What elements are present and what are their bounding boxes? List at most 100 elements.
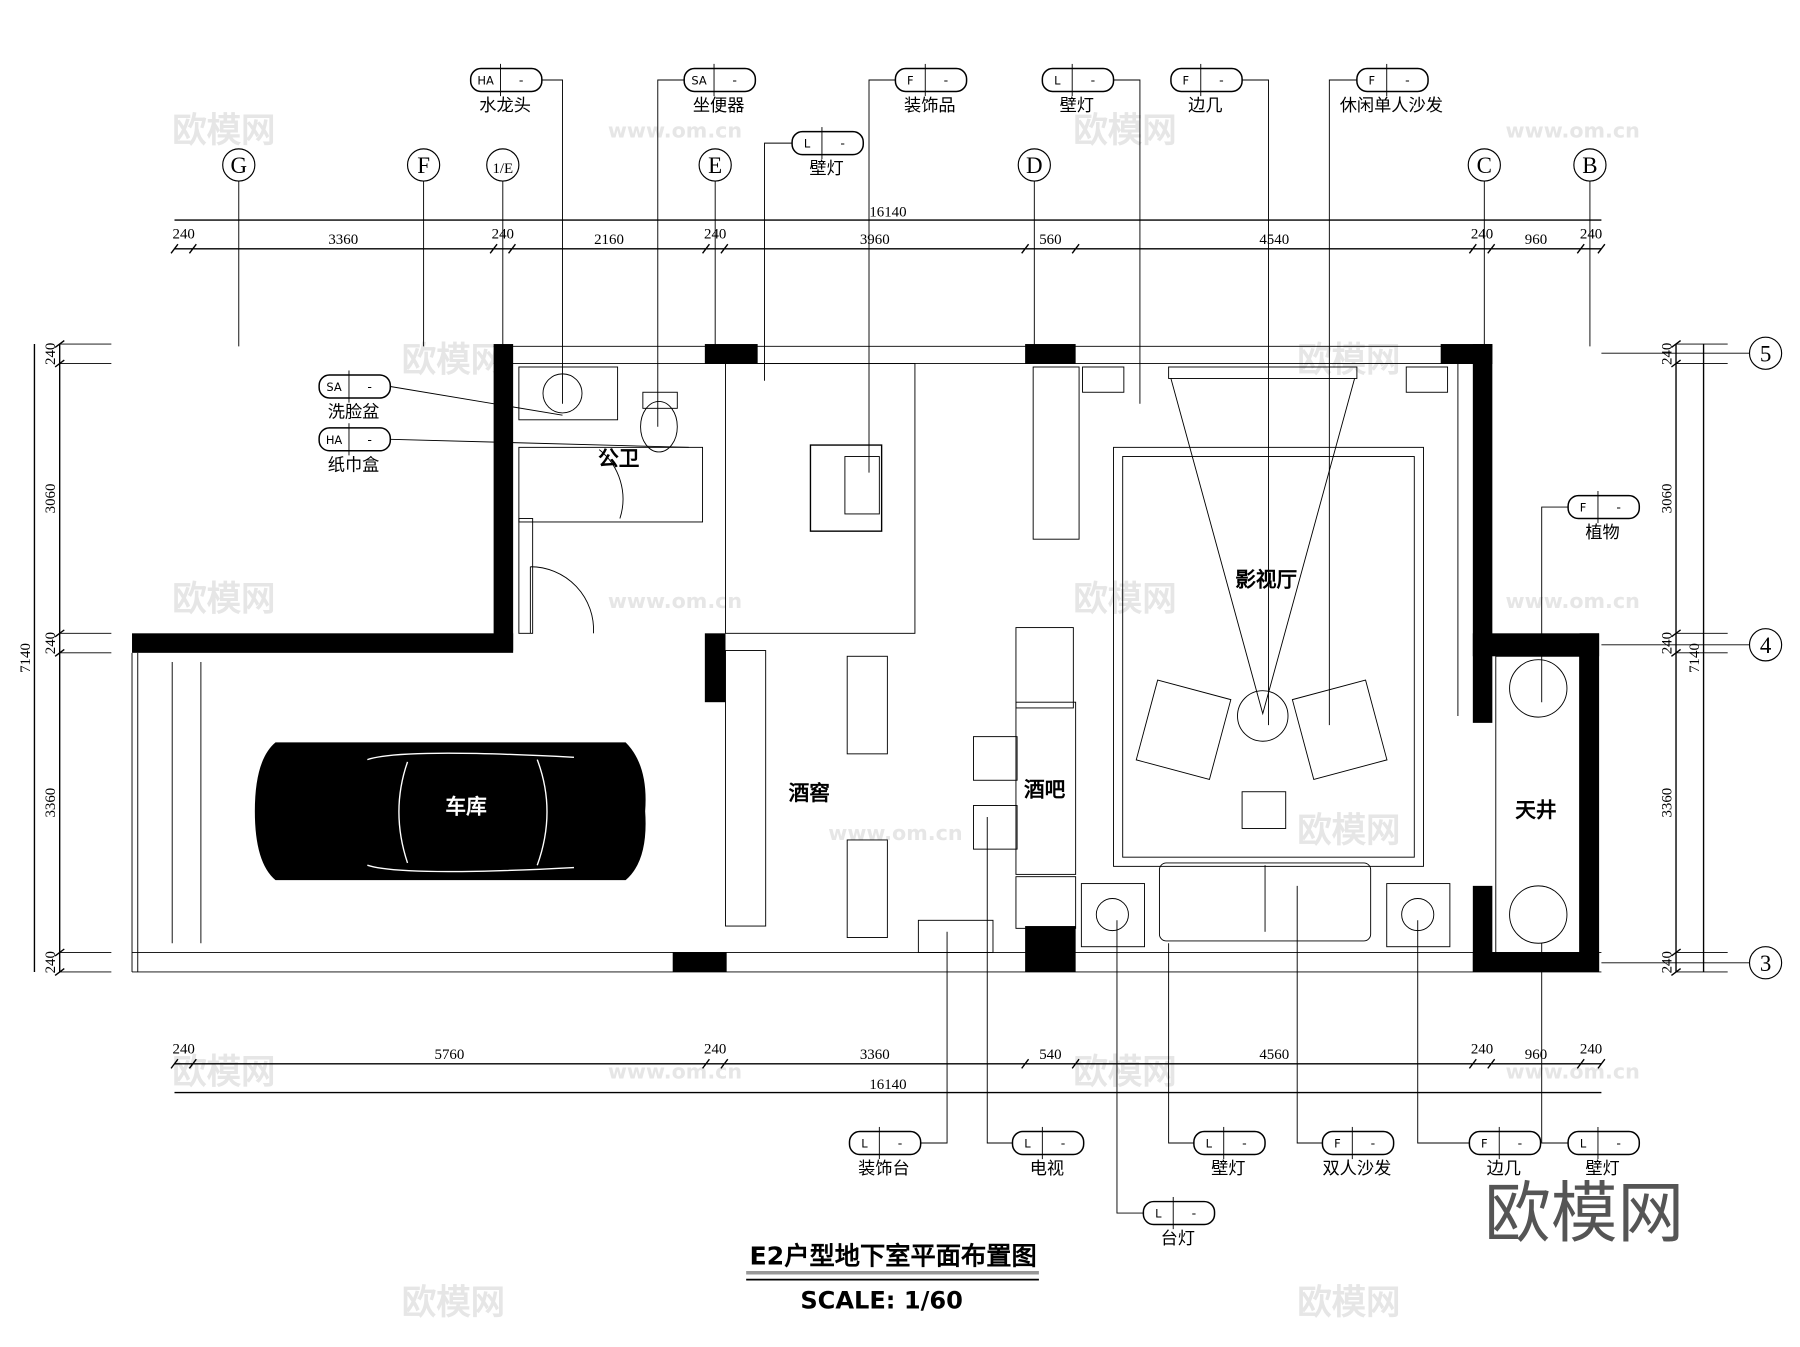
dimension-value: 240	[172, 1041, 194, 1057]
axis-label: 3	[1760, 951, 1771, 976]
tag-code: F	[1183, 74, 1190, 88]
material-tag: L-台灯	[1116, 920, 1216, 1249]
tag-number: -	[1061, 1136, 1066, 1151]
dimension-value: 560	[1039, 232, 1061, 248]
dimension-tick	[702, 243, 710, 254]
watermark-text: 欧模网	[1073, 579, 1176, 619]
dimension-total: 16140	[869, 1077, 906, 1093]
leader-line	[1113, 79, 1141, 404]
tag-number: -	[1616, 1136, 1621, 1151]
tag-box	[1011, 1130, 1085, 1156]
dimension-tick	[1021, 243, 1030, 254]
tag-label: 休闲单人沙发	[1340, 96, 1443, 116]
axis-bubble	[1748, 336, 1783, 370]
dimension-tick	[1468, 243, 1477, 254]
dimension-value: 240	[1659, 951, 1675, 973]
material-tag: HA-水龙头	[469, 63, 563, 404]
leader-line	[1116, 920, 1144, 1214]
tag-label: 坐便器	[693, 96, 745, 116]
leader-line	[1417, 920, 1470, 1144]
material-tag: F-边几	[1170, 63, 1269, 726]
leader-line	[1541, 943, 1569, 1144]
leader-line	[918, 931, 948, 1144]
tag-box	[469, 67, 543, 93]
material-tag: F-双人沙发	[1296, 885, 1395, 1179]
dimension-tick	[489, 243, 498, 254]
dimension-value: 240	[1659, 343, 1675, 365]
tag-code: F	[1481, 1137, 1488, 1151]
dimension-value: 3360	[43, 788, 59, 818]
tag-box	[894, 67, 968, 93]
watermark-text: 欧模网	[1297, 341, 1400, 381]
watermark-text: 欧模网	[1073, 1052, 1176, 1092]
dimension-value: 240	[1471, 1041, 1493, 1057]
dimension-value: 3360	[1659, 788, 1675, 818]
dimension-value: 240	[43, 951, 59, 973]
axis-label: D	[1026, 153, 1043, 178]
leader-line	[986, 816, 1013, 1144]
dimension-tick	[1487, 1058, 1496, 1069]
tag-code: L	[1024, 1137, 1031, 1151]
dimension-tick	[720, 1058, 729, 1069]
tag-box	[683, 67, 757, 93]
axis-bubble	[1748, 628, 1783, 662]
tag-number: -	[1091, 73, 1096, 88]
dimension-total: 7140	[18, 643, 34, 673]
tag-box	[1142, 1200, 1216, 1226]
dimension-tick	[1597, 1058, 1606, 1069]
watermark-text: 欧模网	[1297, 811, 1400, 851]
tag-label: 边几	[1487, 1159, 1521, 1179]
car-icon	[254, 742, 646, 881]
leader-line	[539, 79, 563, 404]
dimension-value: 240	[43, 632, 59, 654]
room-wine-cellar: 酒窖	[789, 781, 830, 805]
tag-number: -	[898, 1136, 903, 1151]
dimension-value: 240	[1471, 226, 1493, 242]
tag-number: -	[1219, 73, 1224, 88]
watermark-url: www.om.cn	[608, 118, 742, 142]
tag-box	[1170, 67, 1243, 93]
tag-label: 水龙头	[479, 96, 531, 116]
leader-line	[1242, 79, 1269, 726]
room-skylight: 天井	[1515, 798, 1556, 822]
room-labels: 公卫 车库 酒窖 酒吧 影视厅 天井	[445, 447, 1556, 822]
leader-line	[390, 386, 563, 416]
room-theater: 影视厅	[1235, 567, 1297, 591]
tag-code: F	[1369, 74, 1376, 88]
material-tag: L-壁灯	[764, 127, 865, 381]
leader-line	[1541, 506, 1569, 703]
leader-line	[764, 142, 793, 381]
dimension-value: 3060	[1659, 484, 1675, 514]
tag-code: HA	[326, 433, 343, 447]
axis-label: 4	[1760, 633, 1772, 658]
drawing-title: E2户型地下室平面布置图	[749, 1242, 1036, 1271]
dimension-total: 7140	[1687, 643, 1703, 673]
axis-bubble	[1467, 148, 1501, 182]
tag-label: 壁灯	[1585, 1159, 1619, 1179]
dimension-value: 240	[704, 1041, 726, 1057]
dimension-tick	[702, 1058, 710, 1069]
dimension-total: 16140	[869, 205, 906, 221]
dimension-tick	[720, 243, 729, 254]
tag-number: -	[1405, 73, 1410, 88]
title-block: E2户型地下室平面布置图 SCALE: 1/60	[746, 1242, 1039, 1314]
leader-line	[657, 79, 685, 427]
leader-line	[1328, 79, 1357, 726]
dimension-value: 4540	[1259, 232, 1289, 248]
material-tag: SA-洗脸盆	[318, 370, 563, 423]
material-tag: F-植物	[1541, 490, 1641, 703]
room-bathroom: 公卫	[598, 447, 640, 471]
tag-number: -	[1371, 1136, 1376, 1151]
dimension-value: 240	[704, 226, 726, 242]
tag-code: L	[1155, 1207, 1162, 1221]
watermark-text: 欧模网	[1297, 1283, 1400, 1323]
tag-label: 植物	[1585, 523, 1619, 543]
axis-label: 5	[1760, 341, 1771, 366]
watermark-text: 欧模网	[402, 1283, 505, 1323]
dimension-tick	[1468, 1058, 1477, 1069]
tag-box	[1041, 67, 1115, 93]
dimension-tick	[1487, 243, 1496, 254]
room-garage: 车库	[445, 795, 487, 819]
tag-code: F	[1580, 501, 1587, 515]
